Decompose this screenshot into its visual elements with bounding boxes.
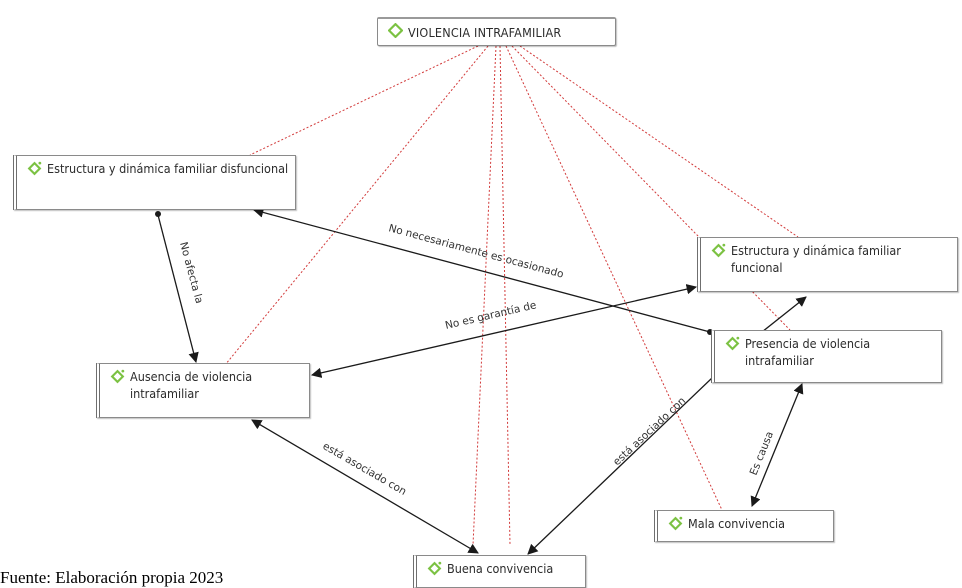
node-label: Ausencia de violencia intrafamiliar [130, 369, 253, 401]
node-estructura-disfuncional[interactable]: Estructura y dinámica familiar disfuncio… [13, 155, 296, 210]
code-node-icon [725, 336, 740, 355]
label-asociado-2: está asociado con [611, 395, 688, 468]
label-no-necesariamente: No necesariamente es ocasionado [387, 222, 565, 280]
source-caption: Fuente: Elaboración propia 2023 [0, 568, 224, 587]
label-asociado-1: está asociado con [321, 440, 409, 498]
node-label: Buena convivencia [447, 561, 554, 576]
link-root-functional [519, 45, 799, 238]
node-violencia-intrafamiliar[interactable]: VIOLENCIA INTRAFAMILIAR [377, 17, 616, 46]
arrow-no-garantia [310, 284, 698, 378]
node-buena-convivencia[interactable]: Buena convivencia [413, 555, 586, 588]
arrow-es-causa [750, 383, 804, 507]
node-label: Estructura y dinámica familiar funcional [731, 243, 901, 275]
arrow-no-afecta [157, 214, 199, 364]
link-root-bad [505, 45, 723, 511]
node-estructura-funcional[interactable]: Estructura y dinámica familiar funcional [697, 237, 958, 292]
code-node-icon [711, 243, 726, 262]
label-no-afecta: No afecta la [177, 241, 205, 305]
link-root-absence [224, 45, 489, 366]
arrow-asociado-1 [251, 419, 479, 554]
root-links [224, 45, 799, 546]
node-presencia-violencia[interactable]: Presencia de violencia intrafamiliar [711, 330, 942, 383]
relation-arrows [157, 207, 807, 555]
node-label: Mala convivencia [688, 516, 786, 531]
link-root-dysfunctional [249, 45, 479, 156]
label-es-causa: Es causa [748, 430, 776, 477]
node-ausencia-violencia[interactable]: Ausencia de violencia intrafamiliar [96, 363, 310, 418]
node-label: Estructura y dinámica familiar disfuncio… [47, 161, 289, 176]
node-label: VIOLENCIA INTRAFAMILIAR [408, 24, 562, 40]
node-label: Presencia de violencia intrafamiliar [745, 336, 871, 368]
code-node-icon [427, 561, 442, 580]
code-node-icon [110, 369, 125, 388]
code-node-icon [387, 22, 404, 42]
code-node-icon [27, 161, 42, 180]
link-root-good-1 [499, 45, 511, 546]
code-node-icon [668, 516, 683, 535]
arrow-presence-functional [761, 296, 807, 333]
link-root-good-2 [472, 45, 497, 546]
arrow-origin-dot [155, 211, 161, 217]
node-mala-convivencia[interactable]: Mala convivencia [654, 510, 834, 542]
arrow-asociado-2 [527, 377, 713, 555]
